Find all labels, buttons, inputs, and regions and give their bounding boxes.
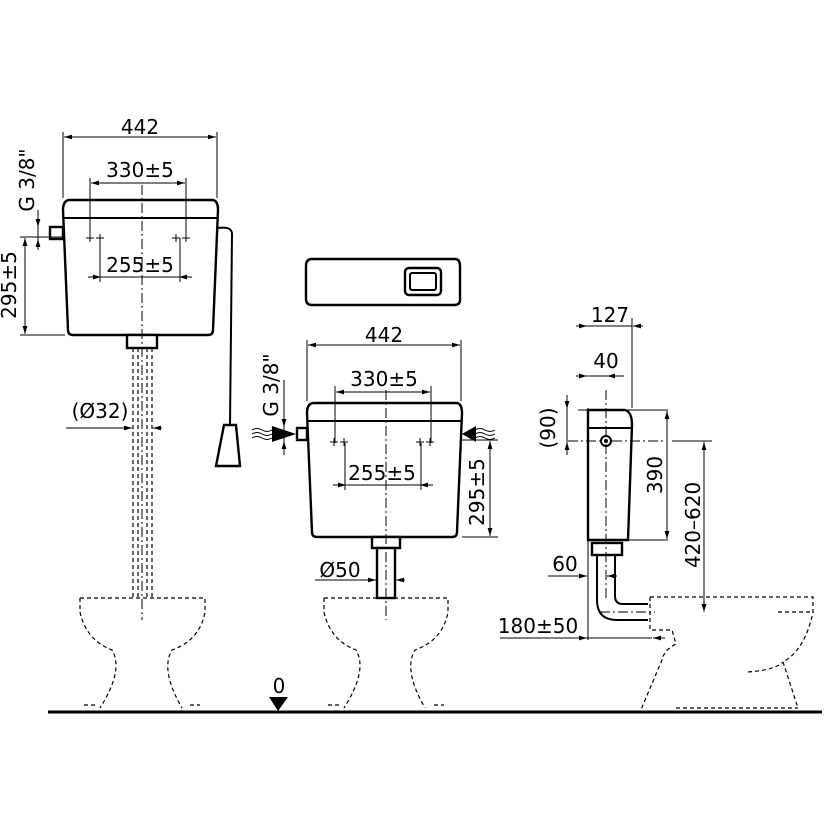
pipe-label: (Ø32): [72, 399, 129, 423]
floor-level-marker-icon: [269, 697, 288, 711]
depth-label: 127: [591, 303, 629, 327]
height-label: 295±5: [465, 458, 489, 526]
cistern-body: [61, 198, 220, 337]
pull-handle: [214, 423, 242, 468]
toilet-bowl: [323, 597, 449, 709]
pipe-offset-label: 60: [552, 552, 577, 576]
axis-offset-label: 40: [593, 349, 618, 373]
width-label: 442: [121, 115, 159, 139]
pull-chain: [217, 226, 234, 426]
inlet-spacing-label: 330±5: [350, 367, 418, 391]
wall-distance-label: 180±50: [498, 614, 578, 638]
thread-label: G 3/8": [15, 148, 39, 211]
thread-label: G 3/8": [259, 353, 283, 416]
toilet-bowl: [639, 596, 814, 713]
cistern-body: [586, 408, 634, 542]
low-level-cistern-view: 442 330±5 255±5 G 3/8" 295±5 Ø50: [251, 257, 498, 709]
mount-spacing-label: 255±5: [348, 461, 416, 485]
water-inlet: [48, 225, 65, 241]
toilet-bowl: [79, 597, 206, 709]
cistern-body: [305, 401, 464, 539]
pipe-label: Ø50: [319, 558, 360, 582]
floor-level-label: 0: [273, 674, 286, 698]
inlet-spacing-label: 330±5: [106, 158, 174, 182]
height-label: 295±5: [0, 251, 21, 319]
flush-button: [403, 266, 443, 297]
side-view: 127 40 (90) 390 420–620 60 180±50: [498, 303, 814, 713]
mount-spacing-label: 255±5: [106, 253, 174, 277]
height-label: 390: [643, 456, 667, 494]
high-level-cistern-view: 442 330±5 255±5 G 3/8" 295±5 (Ø32): [0, 115, 242, 709]
flush-pipe: [596, 555, 648, 621]
mount-height-label: 420–620: [681, 482, 705, 568]
width-label: 442: [365, 323, 403, 347]
top-offset-label: (90): [536, 407, 560, 448]
